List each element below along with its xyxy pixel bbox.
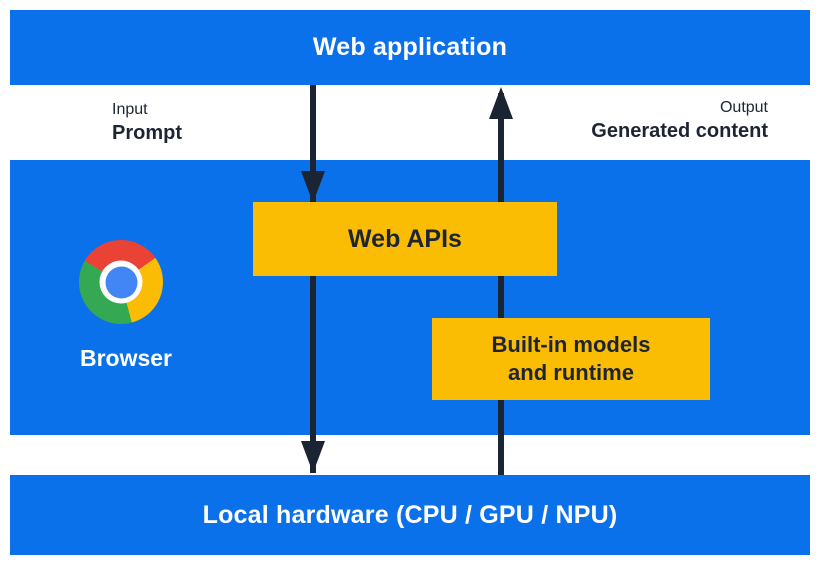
up-arrowhead-into-web-application [489,87,513,119]
output-value: Generated content [591,120,768,142]
web-apis-box: Web APIs [253,202,557,276]
input-caption: Input [112,101,148,118]
input-value: Prompt [112,122,182,144]
built-in-models-label-line1: Built-in models [491,332,651,357]
local-hardware-band: Local hardware (CPU / GPU / NPU) [10,475,810,555]
input-flow-label: Input Prompt [112,99,182,146]
browser-label: Browser [79,345,173,371]
downward-flow-arrow-line [310,85,316,473]
output-caption: Output [719,99,768,116]
web-application-label: Web application [312,33,508,61]
chrome-icon-blue-core [105,266,137,298]
upward-flow-arrow-line [498,93,504,475]
web-application-band: Web application [10,10,810,85]
down-arrowhead-into-web-apis [301,171,325,203]
web-apis-label: Web APIs [348,224,462,253]
output-flow-label: Output Generated content [591,97,768,144]
chrome-icon-white-ring [99,260,143,304]
built-in-models-label-line2: and runtime [508,360,634,385]
down-arrowhead-into-local-hardware [301,441,325,473]
chrome-icon [79,240,163,324]
built-in-models-box: Built-in models and runtime [432,318,710,400]
local-hardware-label: Local hardware (CPU / GPU / NPU) [202,500,618,529]
